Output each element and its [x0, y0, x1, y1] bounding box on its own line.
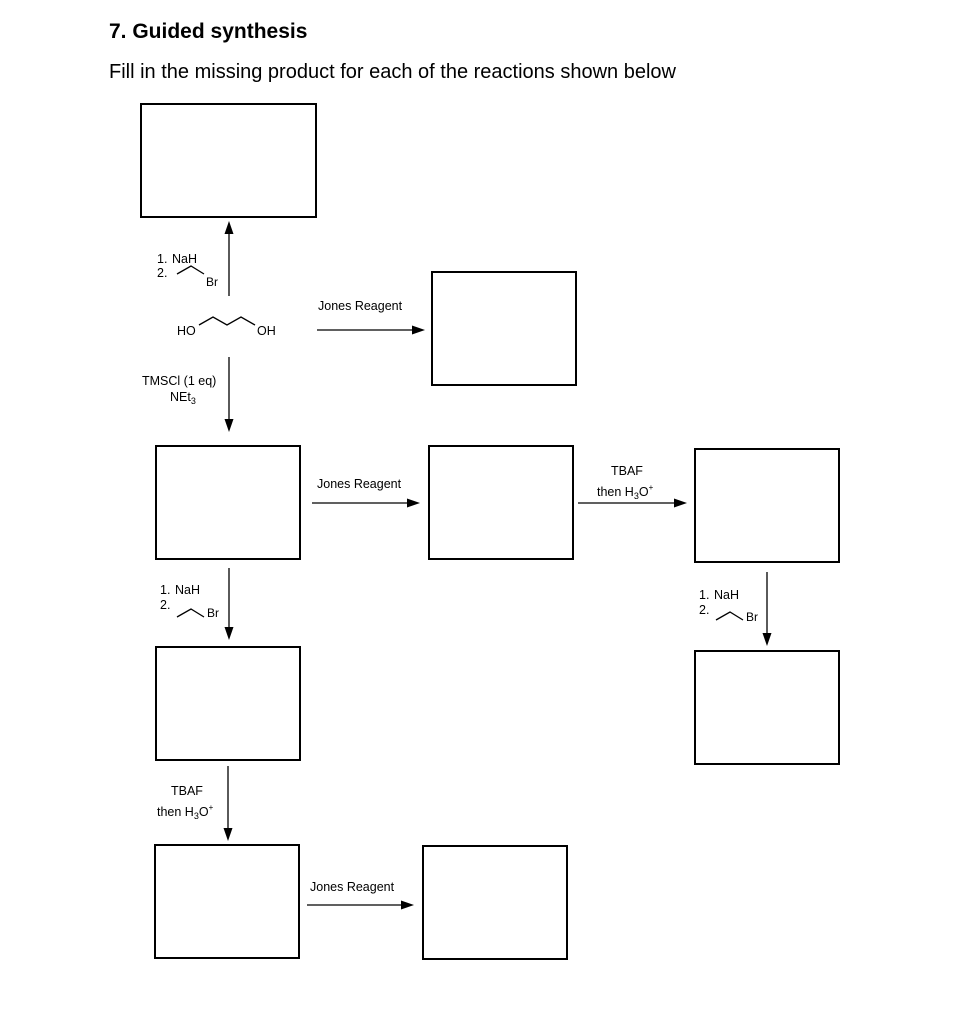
reagent-step-1-label: 1.	[157, 252, 168, 266]
reagent-tbaf-label-2: TBAF	[171, 784, 203, 798]
reagent-then-h3o-label-2: then H3O+	[157, 803, 214, 821]
answer-box-tms-ether[interactable]	[155, 445, 301, 560]
reagent-step-1-label: 1.	[699, 588, 710, 602]
reagent-step-2-label: 2.	[699, 603, 710, 617]
reagent-br-label: Br	[746, 610, 758, 624]
reagent-br-label: Br	[206, 275, 218, 289]
reagent-net3-label: NEt3	[170, 390, 196, 406]
reagent-nah-label: NaH	[172, 252, 198, 266]
ethyl-bromide-bonds-2	[176, 608, 205, 618]
reagent-step-1-label: 1.	[160, 583, 171, 597]
arrow-jones-1-head	[412, 325, 425, 335]
answer-box-alcohol[interactable]	[154, 844, 300, 959]
diol-oh-label: OH	[257, 324, 276, 338]
page-title: 7. Guided synthesis	[109, 20, 308, 43]
reagent-step-2-label: 2.	[160, 598, 171, 612]
ethyl-bromide-bonds-1	[176, 265, 205, 275]
diol-chain-bonds	[198, 316, 256, 326]
reagent-jones-label-2: Jones Reagent	[317, 477, 402, 491]
reagent-jones-label-3: Jones Reagent	[310, 880, 395, 894]
answer-box-tbaf-right[interactable]	[694, 448, 840, 563]
arrow-tbaf-1-head	[674, 498, 687, 508]
answer-box-ether-tms[interactable]	[155, 646, 301, 761]
arrow-down-1-head	[224, 419, 234, 432]
answer-box-final[interactable]	[422, 845, 568, 960]
reagent-br-label: Br	[207, 606, 219, 620]
instructions: Fill in the missing product for each of …	[109, 61, 676, 83]
diol-ho-label: HO	[177, 324, 196, 338]
reagent-nah-label: NaH	[175, 583, 201, 597]
arrow-up-head	[224, 221, 234, 234]
reagent-nah-label: NaH	[714, 588, 740, 602]
reagent-then-h3o-label-1: then H3O+	[597, 483, 654, 501]
answer-box-ether-right[interactable]	[694, 650, 840, 765]
answer-box-top[interactable]	[140, 103, 317, 218]
arrow-down-3-head	[223, 828, 233, 841]
arrow-down-2-head	[224, 627, 234, 640]
arrow-jones-3-head	[401, 900, 414, 910]
reagent-tmscl-label: TMSCl (1 eq)	[142, 374, 217, 388]
reagent-jones-label-1: Jones Reagent	[318, 299, 403, 313]
arrow-down-right-head	[762, 633, 772, 646]
ethyl-bromide-bonds-3	[715, 611, 744, 621]
arrow-jones-2-head	[407, 498, 420, 508]
answer-box-jones-diol[interactable]	[431, 271, 577, 386]
reagent-tbaf-label-1: TBAF	[611, 464, 643, 478]
reagent-step-2-label: 2.	[157, 266, 168, 280]
answer-box-jones-tms[interactable]	[428, 445, 574, 560]
